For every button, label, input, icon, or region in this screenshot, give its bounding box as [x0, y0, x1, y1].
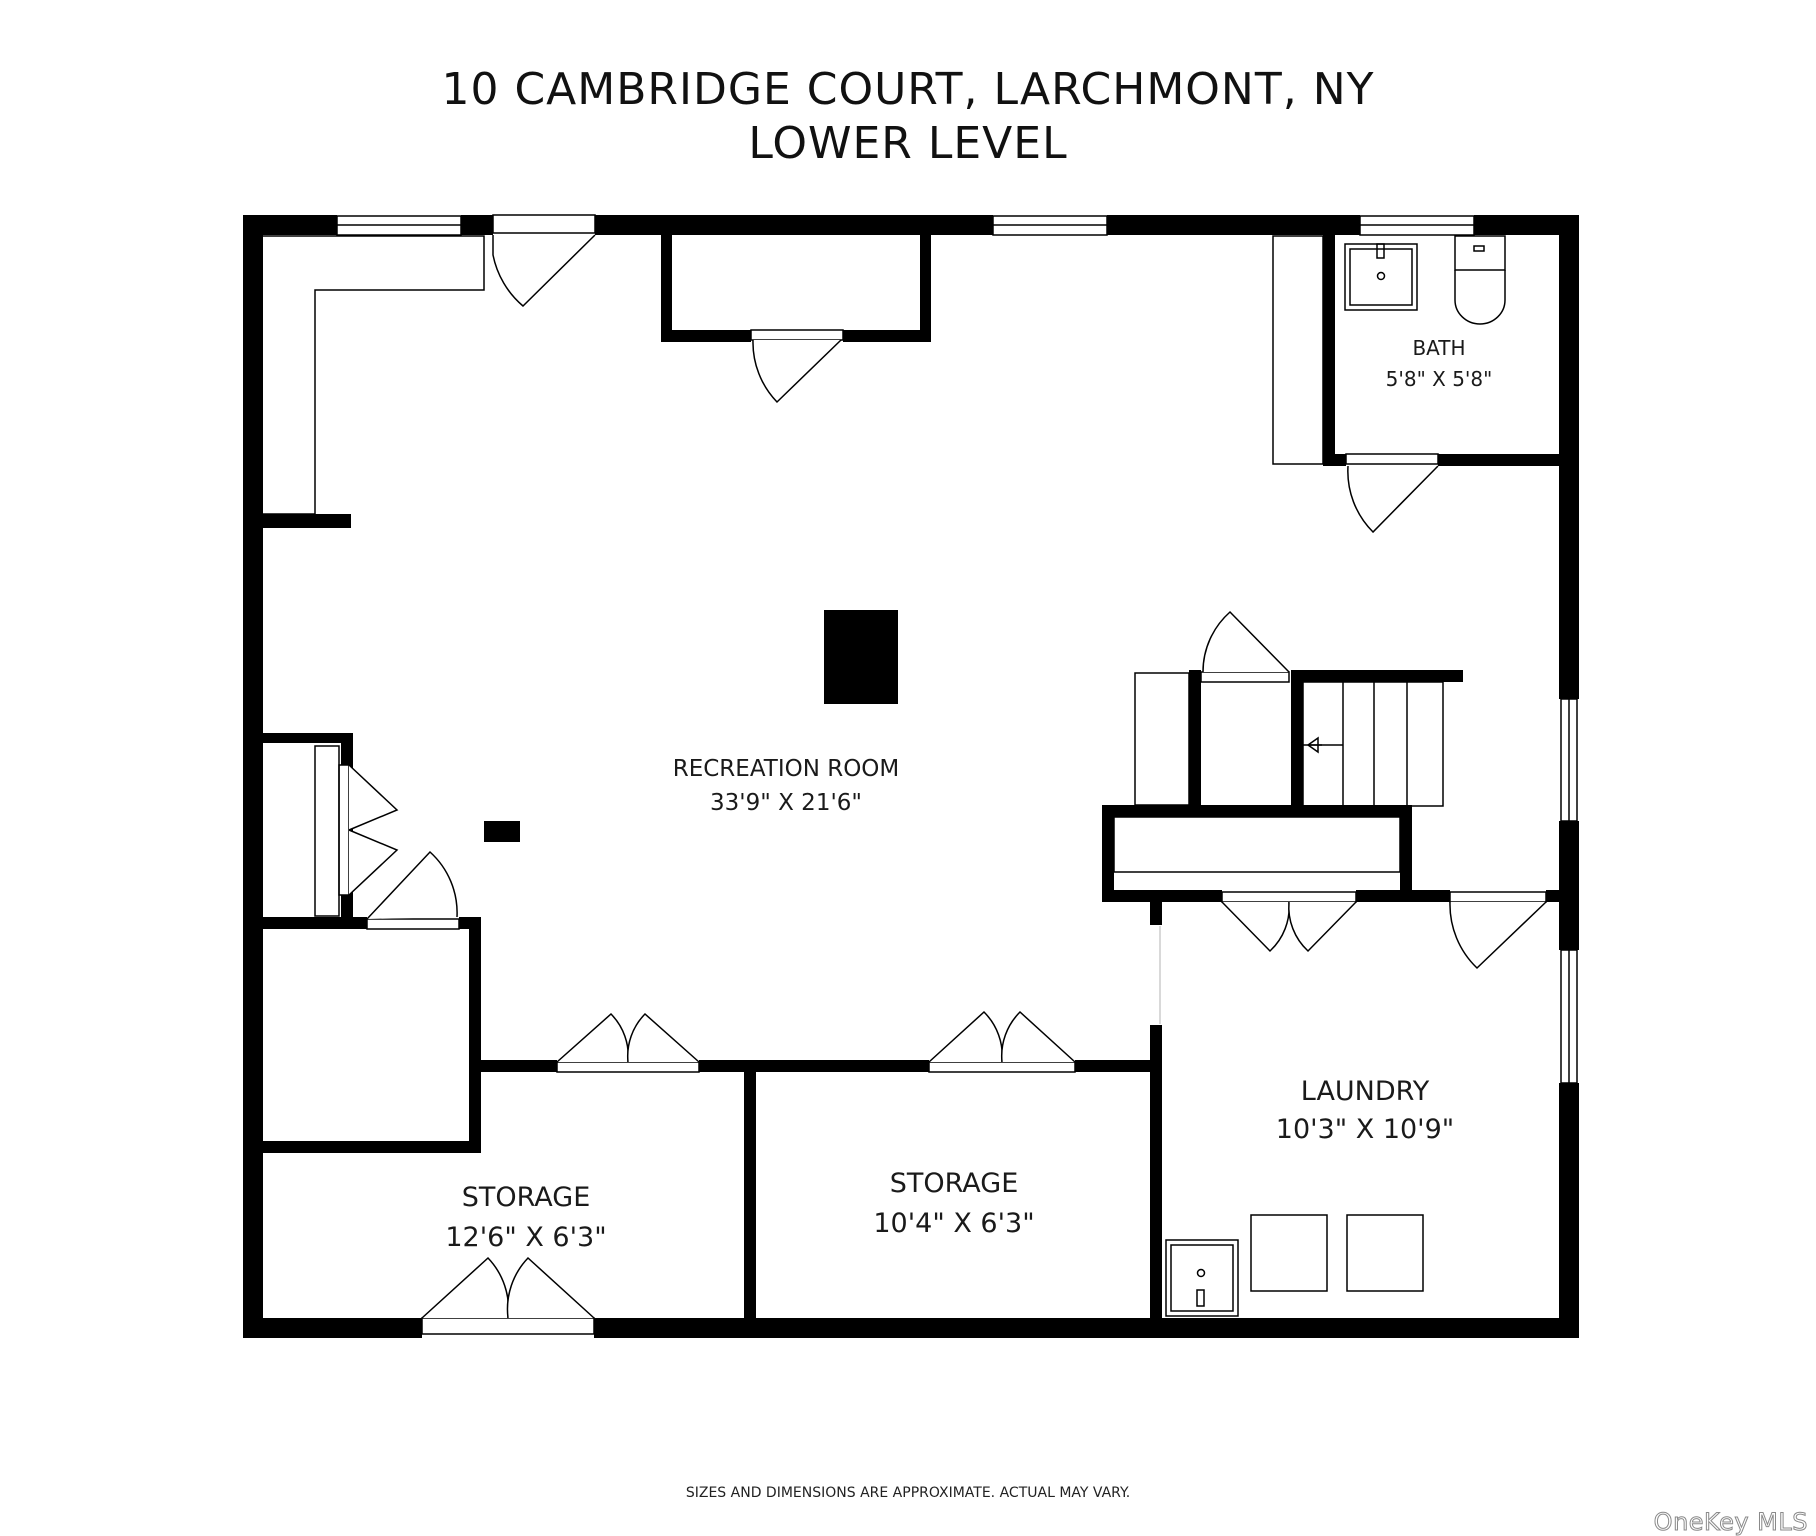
laundry-dims: 10'3" X 10'9" — [1276, 1114, 1454, 1145]
storage-left-name: STORAGE — [462, 1182, 591, 1213]
laundry-name: LAUNDRY — [1301, 1076, 1430, 1107]
bath-name: BATH — [1412, 336, 1465, 360]
windows — [336, 215, 1578, 1084]
bath-dims: 5'8" X 5'8" — [1386, 367, 1493, 391]
plan-title-address: 10 CAMBRIDGE COURT, LARCHMONT, NY — [441, 64, 1375, 115]
recreation-room-name: RECREATION ROOM — [673, 756, 900, 782]
storage-mid-name: STORAGE — [890, 1168, 1019, 1199]
plan-title-level: LOWER LEVEL — [748, 118, 1068, 169]
storage-left-dims: 12'6" X 6'3" — [445, 1222, 606, 1253]
watermark-logo-text: OneKey MLS — [1653, 1508, 1808, 1536]
recreation-room-dims: 33'9" X 21'6" — [710, 790, 862, 816]
room-labels: BATH 5'8" X 5'8" RECREATION ROOM 33'9" X… — [445, 336, 1492, 1253]
door-swings — [338, 214, 1547, 1335]
fixtures — [263, 235, 1506, 1317]
storage-mid-dims: 10'4" X 6'3" — [873, 1208, 1034, 1239]
disclaimer-text: SIZES AND DIMENSIONS ARE APPROXIMATE. AC… — [685, 1485, 1131, 1501]
